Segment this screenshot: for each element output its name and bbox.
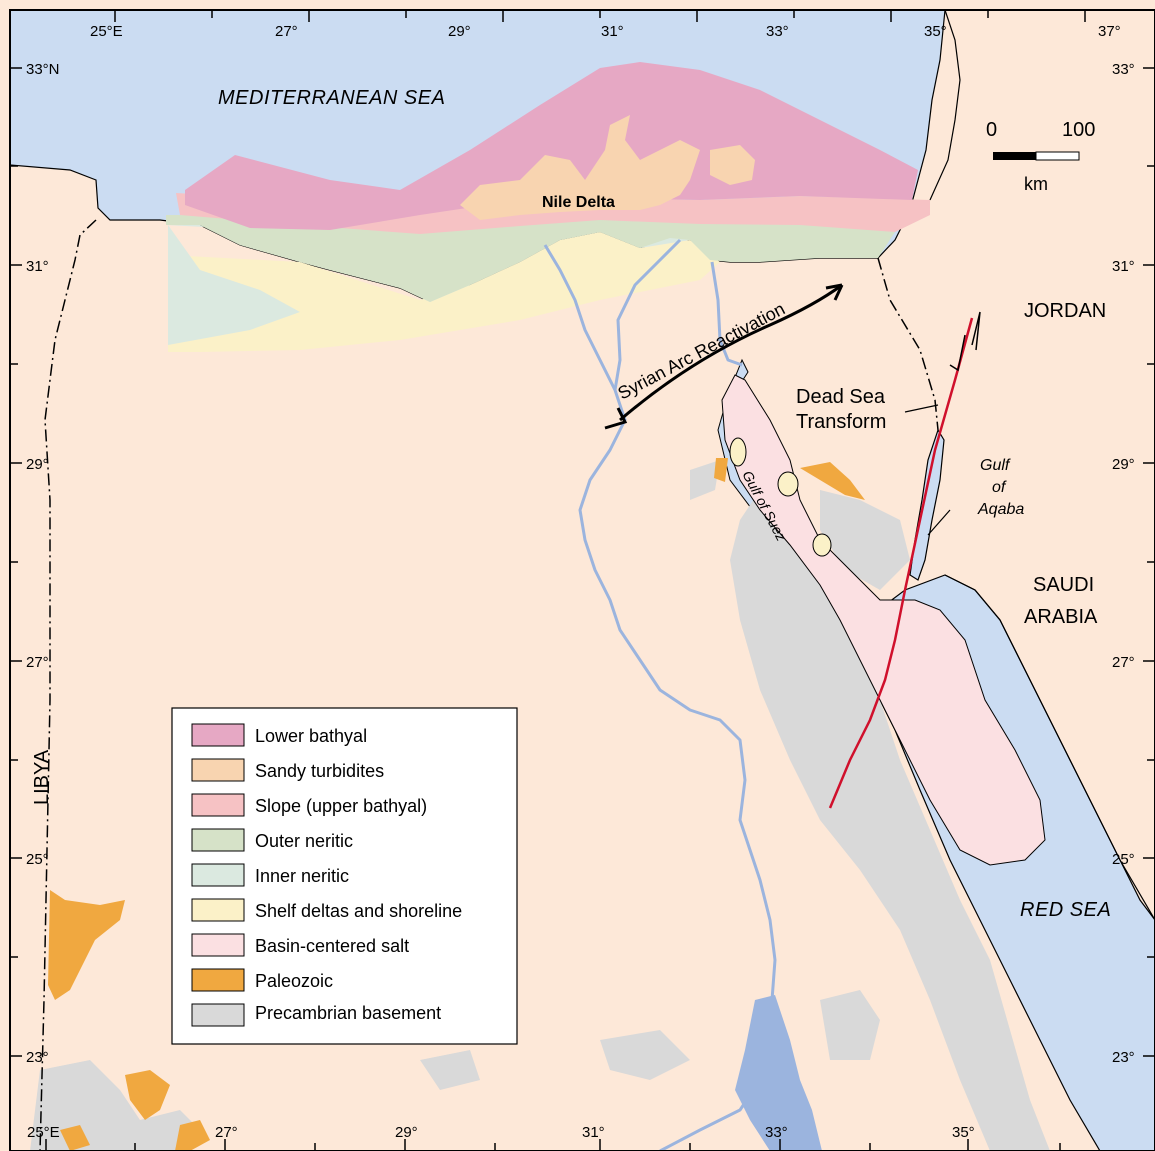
delta-facies: [166, 62, 930, 352]
top-tick-labels: 25°E 27° 29° 31° 33° 35° 37°: [90, 23, 1121, 40]
precambrian-basement: [30, 460, 1050, 1151]
tick-label: 31°: [582, 1124, 605, 1141]
mediterranean-label: MEDITERRANEAN SEA: [218, 87, 445, 109]
gulf-of-aqaba-area: [909, 428, 945, 581]
legend-swatch: [191, 863, 245, 887]
fault-slip-arrows: [949, 311, 981, 372]
dead-sea-transform-fault: [828, 317, 974, 809]
jordan-label: JORDAN: [1024, 300, 1106, 322]
tick-label: 29°: [1112, 456, 1135, 473]
legend-swatch: [191, 898, 245, 922]
legend-item: Slope (upper bathyal): [191, 793, 427, 817]
legend-swatch: [191, 723, 245, 747]
legend-label: Inner neritic: [255, 866, 349, 886]
basin-centered-salt: [721, 374, 1046, 866]
aqaba-label-line2: of: [992, 479, 1007, 496]
tick-label: 31°: [1112, 258, 1135, 275]
tick-label: 27°: [1112, 654, 1135, 671]
right-tick-labels: 33° 31° 29° 27° 25° 23°: [1112, 61, 1135, 1066]
legend-swatch: [191, 1003, 245, 1027]
legend-label: Sandy turbidites: [255, 761, 384, 781]
saudi-coast: [944, 574, 1155, 921]
tick-label: 33°: [765, 1124, 788, 1141]
tick-label: 29°: [395, 1124, 418, 1141]
tick-label: 23°: [26, 1049, 49, 1066]
legend-label: Outer neritic: [255, 831, 353, 851]
legend: Lower bathyal Sandy turbidites Slope (up…: [171, 707, 518, 1045]
legend-label: Shelf deltas and shoreline: [255, 901, 462, 921]
tick-label: 31°: [26, 258, 49, 275]
saudi-label-line2: ARABIA: [1024, 606, 1098, 628]
legend-item: Basin-centered salt: [191, 933, 409, 957]
scale-zero-label: 0: [986, 119, 997, 141]
tick-label: 29°: [26, 456, 49, 473]
tick-marks: [10, 10, 1155, 1151]
map-frame: [9, 9, 1155, 1151]
legend-swatch: [191, 968, 245, 992]
tick-label: 29°: [448, 23, 471, 40]
dead-sea-label-line2: Transform: [796, 411, 886, 433]
legend-item: Sandy turbidites: [191, 758, 384, 782]
aqaba-label-line3: Aqaba: [977, 501, 1024, 518]
political-borders: [39, 219, 939, 1151]
syrian-arc-arrow: [604, 283, 844, 430]
legend-label: Precambrian basement: [255, 1003, 441, 1023]
scale-unit-label: km: [1024, 174, 1048, 194]
scale-bar: 0 100 km: [986, 119, 1095, 194]
bottom-tick-labels: 25°E 27° 29° 31° 33° 35°: [27, 1124, 975, 1141]
legend-swatch: [191, 758, 245, 782]
saudi-label-line1: SAUDI: [1033, 574, 1094, 596]
legend-item: Precambrian basement: [191, 1003, 441, 1027]
tick-label: 33°: [1112, 61, 1135, 78]
scale-bar-black: [993, 152, 1036, 160]
tick-label: 35°: [924, 23, 947, 40]
legend-swatch: [191, 793, 245, 817]
left-tick-labels: 33°N 31° 29° 27° 25° 23°: [26, 61, 60, 1066]
dead-sea-pointer: [904, 404, 939, 413]
tick-label: 31°: [601, 23, 624, 40]
legend-item: Shelf deltas and shoreline: [191, 898, 462, 922]
dead-sea-label-line1: Dead Sea: [796, 386, 886, 408]
paleozoic-outcrops: [48, 458, 865, 1151]
aqaba-label-line1: Gulf: [980, 457, 1011, 474]
legend-swatch: [191, 933, 245, 957]
libya-label: LIBYA: [31, 749, 53, 805]
red-sea-label: RED SEA: [1020, 899, 1111, 921]
tick-label: 27°: [215, 1124, 238, 1141]
scale-hundred-label: 100: [1062, 119, 1095, 141]
tick-label: 27°: [275, 23, 298, 40]
tick-label: 23°: [1112, 1049, 1135, 1066]
tick-label: 25°E: [27, 1124, 60, 1141]
lake-nasser: [735, 995, 822, 1151]
tick-label: 35°: [952, 1124, 975, 1141]
legend-label: Paleozoic: [255, 971, 333, 991]
legend-item: Inner neritic: [191, 863, 349, 887]
legend-item: Outer neritic: [191, 828, 353, 852]
nile-delta-label: Nile Delta: [542, 194, 615, 211]
legend-item: Paleozoic: [191, 968, 333, 992]
legend-swatch: [191, 828, 245, 852]
tick-label: 25°: [1112, 851, 1135, 868]
tick-label: 25°: [26, 851, 49, 868]
tick-label: 33°: [766, 23, 789, 40]
legend-label: Lower bathyal: [255, 726, 367, 746]
tick-label: 27°: [26, 654, 49, 671]
tick-label: 37°: [1098, 23, 1121, 40]
scale-bar-white: [1035, 151, 1080, 161]
levant-coast: [929, 9, 961, 201]
legend-label: Slope (upper bathyal): [255, 796, 427, 816]
legend-label: Basin-centered salt: [255, 936, 409, 956]
aqaba-pointer: [927, 509, 951, 536]
legend-item: Lower bathyal: [191, 723, 367, 747]
tick-label: 25°E: [90, 23, 123, 40]
tick-label: 33°N: [26, 61, 60, 78]
suez-shelf-deltas: [729, 437, 832, 557]
